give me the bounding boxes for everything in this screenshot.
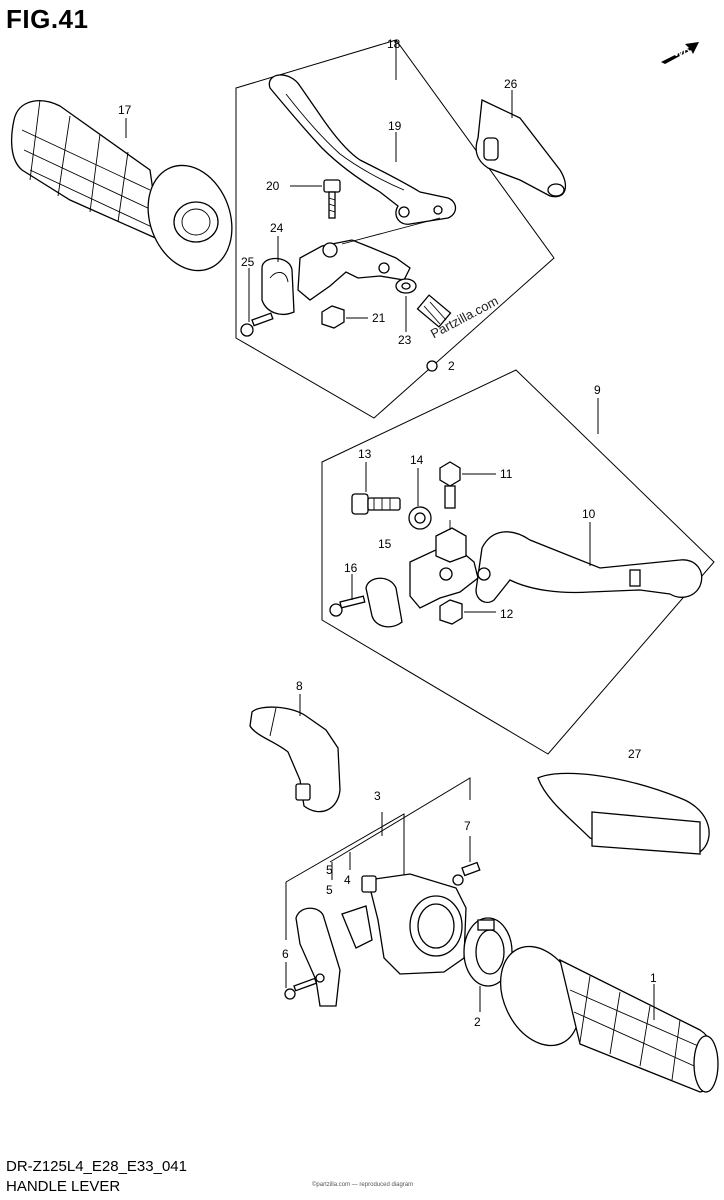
- callout-20: 20: [266, 179, 280, 193]
- callout-1: 1: [650, 971, 657, 985]
- callout-10: 10: [582, 507, 596, 521]
- callout-12: 12: [500, 607, 514, 621]
- grip-cover-27: [537, 772, 710, 855]
- bracket-3: [329, 777, 471, 863]
- bolt-25: [240, 312, 274, 337]
- callout-24: 24: [270, 221, 284, 235]
- collar-2: [463, 917, 513, 987]
- switch-8: [249, 706, 341, 813]
- assembly-frame-18: [235, 39, 555, 419]
- callout-17: 17: [118, 103, 132, 117]
- callout-13: 13: [358, 447, 372, 461]
- screw-6: [284, 977, 318, 1000]
- right-grip-1: [500, 945, 719, 1093]
- lever-holder: [297, 217, 441, 301]
- model-code: DR-Z125L4_E28_E33_041: [6, 1158, 187, 1175]
- nut-14: [408, 506, 432, 530]
- figure-title: FIG.41: [6, 4, 89, 34]
- nut-21: [321, 305, 345, 329]
- callout-25: 25: [241, 255, 255, 269]
- callout-3: 3: [374, 789, 381, 803]
- callout-16: 16: [344, 561, 358, 575]
- callout-26: 26: [504, 77, 518, 91]
- clamp-16: [329, 577, 403, 628]
- diagram-title: HANDLE LEVER: [6, 1178, 121, 1195]
- callout-7: 7: [464, 819, 471, 833]
- left-grip-17: [10, 99, 233, 272]
- callout-18: 18: [387, 37, 401, 51]
- callout-9: 9: [594, 383, 601, 397]
- callout-5-top: 5: [326, 863, 333, 877]
- callout-15: 15: [378, 537, 392, 551]
- cover-4: [341, 905, 373, 949]
- clutch-perch: [409, 520, 479, 609]
- lever-cover-26: [475, 99, 567, 198]
- bolt-20: [323, 179, 341, 219]
- callout-5-bottom: 5: [326, 883, 333, 897]
- screw-7: [452, 861, 481, 886]
- callout-4: 4: [344, 873, 351, 887]
- fwd-badge: FWD: [659, 42, 699, 64]
- plate-5: [295, 907, 341, 1007]
- callout-2-bottom: 2: [474, 1015, 481, 1029]
- bolt-11: [439, 461, 461, 509]
- callout-11: 11: [500, 467, 513, 481]
- assembly-frame-9: [321, 369, 715, 755]
- callout-19: 19: [388, 119, 402, 133]
- clutch-lever-10: [475, 531, 703, 604]
- washer-22: [395, 278, 417, 294]
- nut-12: [439, 599, 463, 625]
- callout-8: 8: [296, 679, 303, 693]
- callout-23: 23: [398, 333, 412, 347]
- adjuster-23: [416, 294, 452, 328]
- fine-print: ©partzilla.com — reproduced diagram: [312, 1182, 414, 1188]
- arrow-up-right-icon: [661, 42, 699, 64]
- brake-lever-19: [268, 74, 457, 225]
- adjuster-13: [351, 493, 401, 515]
- fwd-label: FWD: [667, 47, 691, 59]
- callout-27: 27: [628, 747, 642, 761]
- callout-21: 21: [372, 311, 386, 325]
- clamp-24: [261, 257, 295, 315]
- callout-14: 14: [410, 453, 424, 467]
- callout-6: 6: [282, 947, 289, 961]
- throttle-housing: [361, 873, 467, 975]
- callout-2-top: 2: [448, 359, 455, 373]
